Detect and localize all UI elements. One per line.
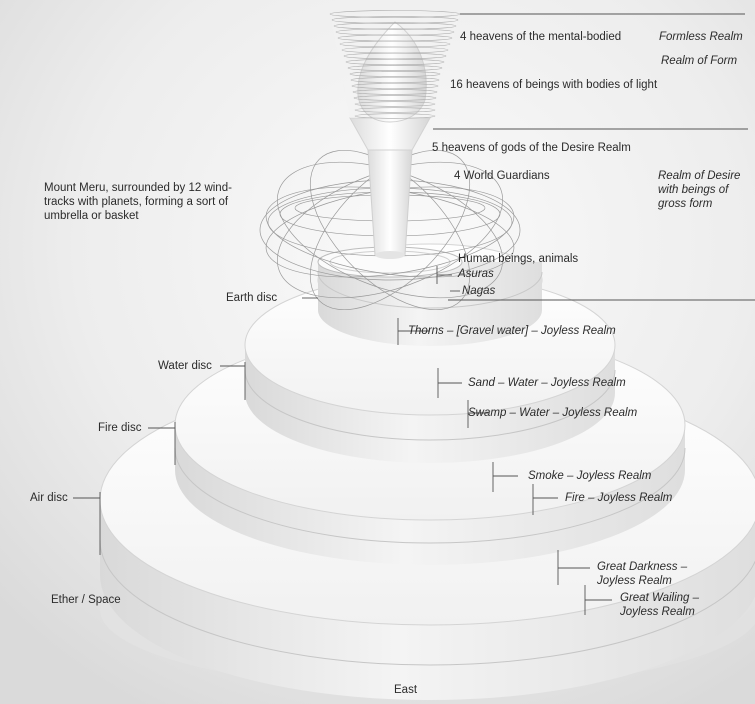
heavens-mental-label: 4 heavens of the mental-bodied <box>460 31 622 43</box>
mount-meru-label: Mount Meru, surrounded by 12 wind- track… <box>44 181 232 223</box>
heavens-desire-gods-label: 5 heavens of gods of the Desire Realm <box>432 142 631 154</box>
formless-realm-label: Formless Realm <box>659 31 743 43</box>
great-wailing-line2: Joyless Realm <box>620 606 695 618</box>
smoke-realm-label: Smoke – Joyless Realm <box>528 470 652 482</box>
great-darkness-label: Great Darkness – Joyless Realm <box>597 560 687 588</box>
world-guardians-label: 4 World Guardians <box>454 170 550 182</box>
earth-disc-label: Earth disc <box>226 292 278 304</box>
mount-meru-pillar <box>349 117 431 259</box>
realm-of-desire-line3: gross form <box>658 198 713 210</box>
realm-of-desire-line1: Realm of Desire <box>658 170 741 182</box>
mount-meru-line2: tracks with planets, forming a sort of <box>44 196 229 208</box>
leader-lines <box>73 13 755 615</box>
asuras-label: Asuras <box>458 268 494 280</box>
fire-disc-label: Fire disc <box>98 422 142 434</box>
great-darkness-line2: Joyless Realm <box>597 575 672 587</box>
great-wailing-label: Great Wailing – Joyless Realm <box>620 591 699 619</box>
great-wailing-line1: Great Wailing – <box>620 592 700 604</box>
thorns-realm-label: Thorns – [Gravel water] – Joyless Realm <box>408 325 616 337</box>
sand-realm-label: Sand – Water – Joyless Realm <box>468 377 626 389</box>
great-darkness-line1: Great Darkness – <box>597 561 688 573</box>
fire-realm-label: Fire – Joyless Realm <box>565 492 673 504</box>
mount-meru-line3: umbrella or basket <box>44 210 139 222</box>
ether-space-label: Ether / Space <box>51 594 121 606</box>
realm-of-form-label: Realm of Form <box>661 55 738 67</box>
air-disc-label: Air disc <box>30 492 68 504</box>
water-disc-label: Water disc <box>158 360 212 372</box>
heavens-light-label: 16 heavens of beings with bodies of ligh… <box>450 79 658 91</box>
realm-of-desire-line2: with beings of <box>658 184 729 196</box>
swamp-realm-label: Swamp – Water – Joyless Realm <box>468 407 638 419</box>
mount-meru-line1: Mount Meru, surrounded by 12 wind- <box>44 182 232 194</box>
nagas-label: Nagas <box>462 285 496 297</box>
human-beings-label: Human beings, animals <box>458 253 579 265</box>
heavens-cone <box>329 10 461 123</box>
east-direction-label: East <box>394 684 418 696</box>
realm-of-desire-label: Realm of Desire with beings of gross for… <box>658 169 740 211</box>
